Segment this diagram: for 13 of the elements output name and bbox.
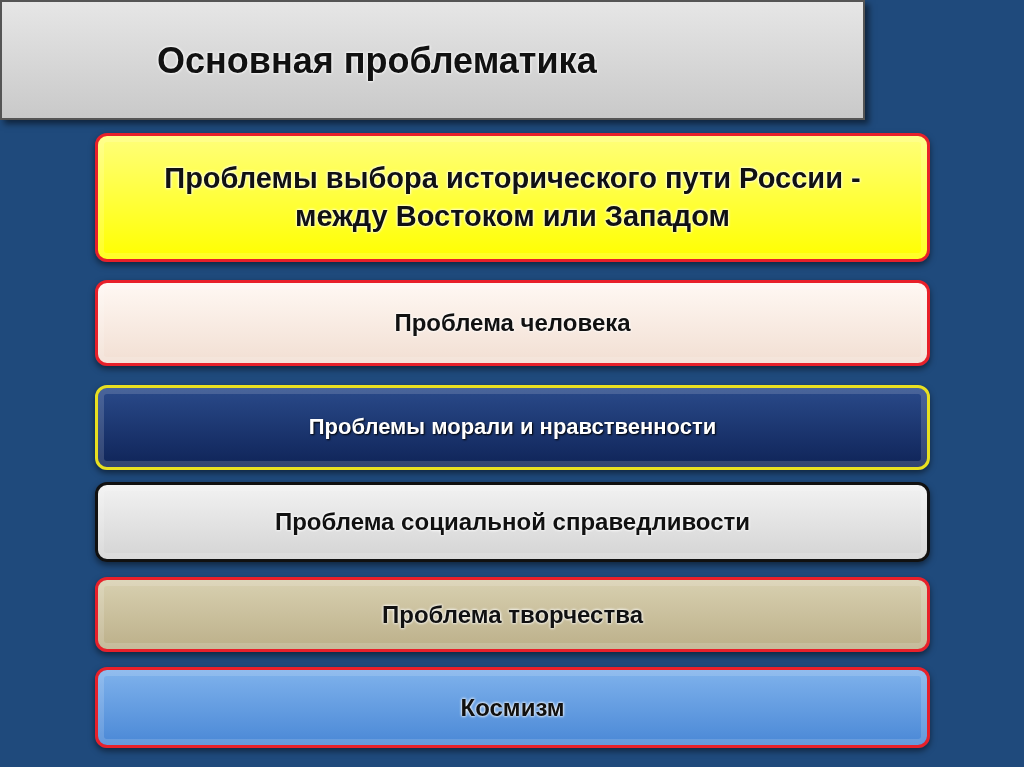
topic-label: Проблема человека	[394, 308, 631, 339]
topic-box	[95, 667, 930, 748]
topic-label: Проблемы морали и нравственности	[308, 413, 717, 442]
title: Основная проблематика	[157, 40, 597, 82]
topic-box	[95, 482, 930, 562]
topic-box	[95, 577, 930, 652]
topic-box	[95, 385, 930, 470]
topic-label: Проблемы выбора исторического пути России - между Востоком или Западом	[163, 160, 862, 234]
topic-box	[95, 280, 930, 366]
topic-label: Проблема творчества	[382, 599, 643, 630]
topic-box	[95, 133, 930, 262]
topic-label: Проблема социальной справедливости	[274, 507, 751, 538]
topic-label: Космизм	[460, 692, 565, 723]
